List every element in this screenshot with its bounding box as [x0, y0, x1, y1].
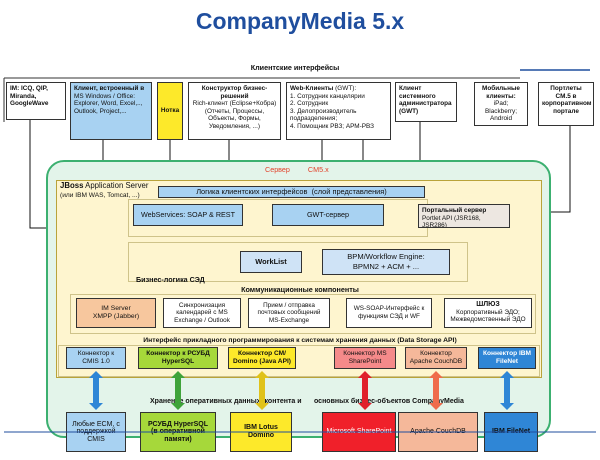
jboss-sublabel: (или IBM WAS, Tomcat, ...) — [60, 192, 140, 199]
webservices-box: WebServices: SOAP & REST — [133, 204, 243, 226]
portal-server-title: Портальный сервер — [422, 207, 487, 214]
storage-arrow — [171, 371, 185, 410]
connector-box: Коннектор IBM FileNet — [478, 347, 536, 369]
office-client-title: Клиент, встроенный в — [74, 85, 145, 92]
dsapi-area — [58, 345, 540, 377]
connector-box: Коннектор к CMIS 1.0 — [66, 347, 126, 369]
server-label: Сервер CM5.x — [265, 166, 329, 174]
office-client-box: Клиент, встроенный в MS Windows / Office… — [70, 82, 152, 140]
jboss-label-bold: JBoss — [60, 181, 84, 190]
mail-box: Прием / отправка почтовых сообщений MS-E… — [248, 298, 330, 328]
jboss-label-rest: Application Server — [83, 181, 149, 190]
ws-soap-box: WS-SOAP-Интерфейс к функциям СЭД и WF — [346, 298, 432, 328]
bpm-box: BPM/Workflow Engine: BPMN2 + ACM + ... — [322, 249, 450, 275]
mobile-clients-box: Мобильные клиенты: iPad; Blackberry; And… — [474, 82, 528, 126]
worklist-box: WorkList — [240, 251, 302, 273]
portlets-box: Портлеты CM.5 в корпоративном портале — [538, 82, 594, 126]
connector-box: Коннектор Apache CouchDB — [405, 347, 467, 369]
comm-components-area — [70, 294, 536, 334]
comm-components-header: Коммуникационные компоненты — [241, 285, 359, 294]
business-logic-area — [128, 242, 468, 282]
sysadmin-client-box: Клиент системного администратора (GWT) — [395, 82, 457, 122]
portal-server-body: Portlet API (JSR168, JSR286) — [422, 214, 481, 228]
portal-server-box: Портальный сервер Portlet API (JSR168, J… — [418, 204, 510, 228]
gateway-box: ШЛЮЗ Корпоративный ЭДО; Межведомственный… — [444, 298, 532, 328]
jboss-label: JBoss Application Server — [60, 182, 148, 190]
constructor-title: Конструктор бизнес-решений — [201, 85, 268, 100]
client-logic-box: Логика клиентских интерфейсов (слой пред… — [158, 186, 425, 198]
bpm-line1: BPM/Workflow Engine: — [347, 252, 425, 261]
connector-box: Коннектор к РСУБД HyperSQL — [138, 347, 218, 369]
calendar-sync-box: Синхронизация календарей с MS Exchange /… — [163, 298, 241, 328]
storage-arrow — [89, 371, 103, 410]
storage-caption-left: Хранение оперативных данных, контента и — [150, 398, 302, 405]
server-label-right: CM5.x — [307, 165, 329, 174]
connector-box: Коннектор СМ/ Domino (Java API) — [228, 347, 296, 369]
business-logic-label: Бизнес-логика СЭД — [136, 275, 205, 284]
connector-box: Коннектор MS SharePoint — [334, 347, 396, 369]
im-server-box: IM Server XMPP (Jabber) — [76, 298, 156, 328]
im-clients-box: IM: ICQ, QIP, Miranda, GoogleWave — [6, 82, 66, 120]
storage-arrow — [255, 371, 269, 410]
notka-box: Нотка — [157, 82, 183, 140]
client-interfaces-header: Клиентские интерфейсы — [250, 63, 340, 72]
constructor-box: Конструктор бизнес-решений Rich-клиент (… — [188, 82, 281, 140]
gwt-server-box: GWT-сервер — [272, 204, 384, 226]
mobile-clients-title: Мобильные клиенты: — [482, 85, 520, 100]
storage-caption-right: основных бизнес-объектов CompanyMedia — [314, 398, 464, 405]
client-logic-label: Логика клиентских интерфейсов — [196, 187, 308, 197]
server-label-left: Сервер — [265, 165, 290, 174]
mobile-clients-body: iPad; Blackberry; Android — [485, 100, 517, 123]
storage-arrow — [358, 371, 372, 410]
dsapi-header: Интерфейс прикладного программирования к… — [143, 337, 457, 344]
constructor-body: Rich-клиент (Eclipse+Кобра) (Отчеты, Про… — [192, 100, 277, 130]
bpm-line2: BPMN2 + ACM + ... — [352, 262, 420, 271]
web-clients-body: 1. Сотрудник канцелярии 2. Сотрудник 3. … — [290, 92, 374, 130]
client-logic-suffix: (слой представления) — [311, 187, 387, 197]
web-clients-box: Web-Клиенты (GWT): 1. Сотрудник канцеляр… — [286, 82, 391, 140]
web-clients-title: Web-Клиенты — [290, 85, 334, 92]
gateway-body: Корпоративный ЭДО; Межведомственный ЭДО — [450, 308, 526, 324]
gateway-title: ШЛЮЗ — [476, 301, 500, 308]
storage-arrow — [429, 371, 443, 410]
storage-arrow — [500, 371, 514, 410]
web-clients-title-suffix: (GWT): — [333, 85, 357, 92]
office-client-body: MS Windows / Office: Explorer, Word, Exc… — [74, 92, 143, 115]
page-title: CompanyMedia 5.x — [195, 8, 405, 34]
